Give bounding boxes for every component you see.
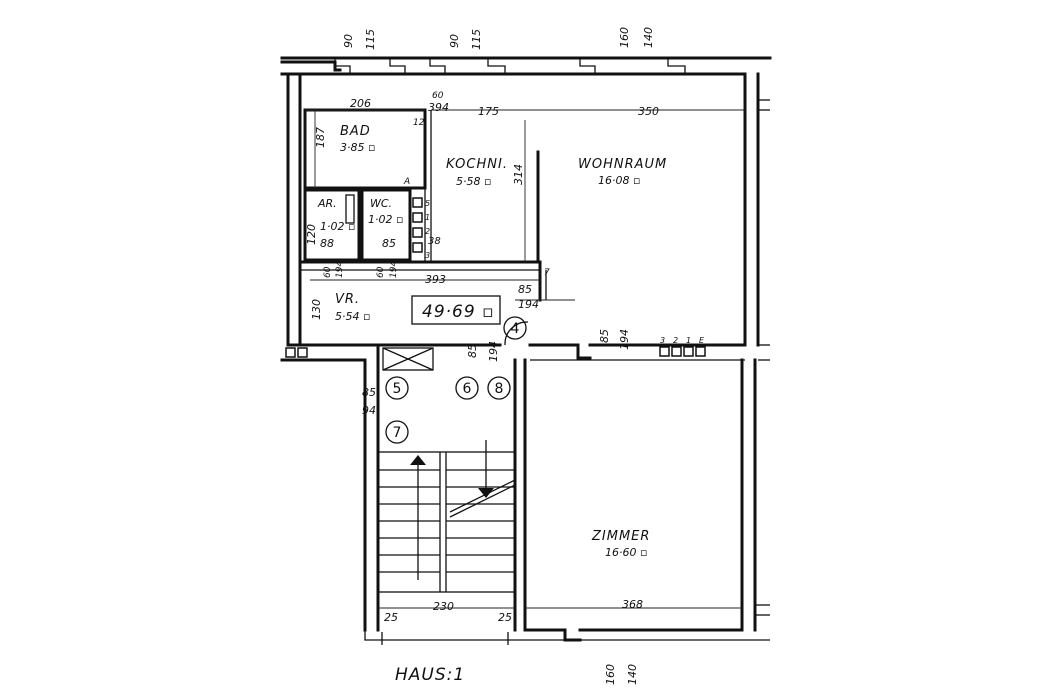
dim-stair-width: 230 (433, 600, 454, 613)
dim-kochni-height: 314 (512, 164, 525, 185)
dim-85d: 85 (598, 329, 611, 343)
dim-120: 120 (305, 224, 318, 245)
dim-bot-160: 160 (604, 664, 617, 685)
dimension-texts: 90 115 90 115 160 140 206 187 60 394 12 … (305, 27, 659, 685)
marker-8 (487, 376, 511, 400)
marker-4-label: 4 (511, 321, 520, 337)
marker-4 (503, 316, 527, 340)
stairwell (363, 346, 527, 632)
marker-8-label: 8 (495, 381, 504, 397)
marker-7-label: 7 (393, 425, 402, 441)
dim-88: 88 (320, 237, 334, 250)
dim-85e: 85 (362, 386, 376, 399)
dim-60: 60 (432, 91, 444, 101)
dim-393: 393 (425, 273, 446, 286)
dim-top-90a: 90 (342, 34, 355, 48)
zimmer-walls (364, 358, 770, 645)
dimension-lines (305, 109, 745, 609)
dim-bad-height: 187 (314, 127, 327, 148)
dim-top-160: 160 (618, 27, 631, 48)
dim-194d: 194 (487, 341, 500, 362)
label-corner-a: A (403, 177, 410, 187)
label-n1: 1 (686, 336, 691, 345)
marker-6-label: 6 (463, 381, 472, 397)
building-label: HAUS:1 (395, 665, 465, 685)
vent-tags (285, 194, 706, 358)
dim-194a: 194 (335, 261, 345, 278)
dim-bot-140: 140 (626, 664, 639, 685)
markers: 4 5 6 7 8 (385, 316, 527, 444)
dim-top-90b: 90 (448, 34, 461, 48)
room-bad-name: BAD (340, 124, 371, 139)
room-bad-area: 3·85 ▫ (340, 141, 375, 154)
dim-zimmer-width: 368 (622, 598, 643, 611)
marker-5 (385, 376, 409, 400)
room-kochni-name: KOCHNI. (446, 157, 508, 172)
label-k1: 1 (425, 213, 430, 222)
total-area: 49·69 ▫ (422, 302, 495, 322)
room-zimmer-name: ZIMMER (591, 529, 650, 544)
marker-6 (455, 376, 479, 400)
inner-walls (298, 108, 747, 361)
label-ne: E (699, 336, 705, 345)
dim-130: 130 (310, 299, 323, 320)
room-wc-area: 1·02 ▫ (368, 213, 403, 226)
label-n3: 3 (660, 336, 665, 345)
room-wohnraum-name: WOHNRAUM (578, 157, 667, 172)
label-k2: 2 (425, 227, 430, 236)
dim-60c: 60 (376, 266, 386, 278)
dim-60b: 60 (323, 266, 333, 278)
label-n2: 2 (673, 336, 678, 345)
room-kochni-area: 5·58 ▫ (456, 175, 491, 188)
dim-25b: 25 (498, 611, 512, 624)
label-k7: 7 (544, 268, 550, 278)
dim-top-115a: 115 (364, 29, 377, 50)
dim-194b: 194 (389, 261, 399, 278)
room-vr-name: VR. (335, 292, 360, 307)
label-k5: 5 (425, 199, 430, 208)
total-area-box (411, 295, 501, 325)
dim-85c: 85 (466, 344, 479, 358)
label-k3: 3 (425, 251, 430, 260)
small-labels: A 5 1 2 3 7 3 2 1 E (403, 177, 705, 345)
dim-38: 38 (428, 236, 441, 247)
dim-kochni-width: 175 (478, 105, 499, 118)
dim-wohn-width: 350 (638, 105, 659, 118)
room-vr-area: 5·54 ▫ (335, 310, 370, 323)
dim-194e: 194 (618, 329, 631, 350)
marker-7 (385, 420, 409, 444)
dim-194c: 194 (518, 298, 539, 311)
outer-walls (280, 56, 772, 362)
dim-25a: 25 (384, 611, 398, 624)
room-wc-name: WC. (370, 197, 392, 210)
dim-85b: 85 (518, 283, 532, 296)
dim-12: 12 (413, 118, 425, 128)
room-ar-area: 1·02 ▫ (320, 220, 355, 233)
dim-top-115b: 115 (470, 29, 483, 50)
room-ar-name: AR. (317, 197, 337, 210)
marker-5-label: 5 (393, 381, 402, 397)
dim-bad-width: 206 (350, 97, 371, 110)
dim-94: 94 (362, 404, 376, 417)
room-labels: BAD 3·85 ▫ KOCHNI. 5·58 ▫ WOHNRAUM 16·08… (317, 124, 667, 685)
room-wohnraum-area: 16·08 ▫ (598, 174, 640, 187)
dim-394a: 394 (428, 101, 449, 114)
dim-top-140: 140 (642, 27, 655, 48)
dim-85a: 85 (382, 237, 396, 250)
room-zimmer-area: 16·60 ▫ (605, 546, 647, 559)
